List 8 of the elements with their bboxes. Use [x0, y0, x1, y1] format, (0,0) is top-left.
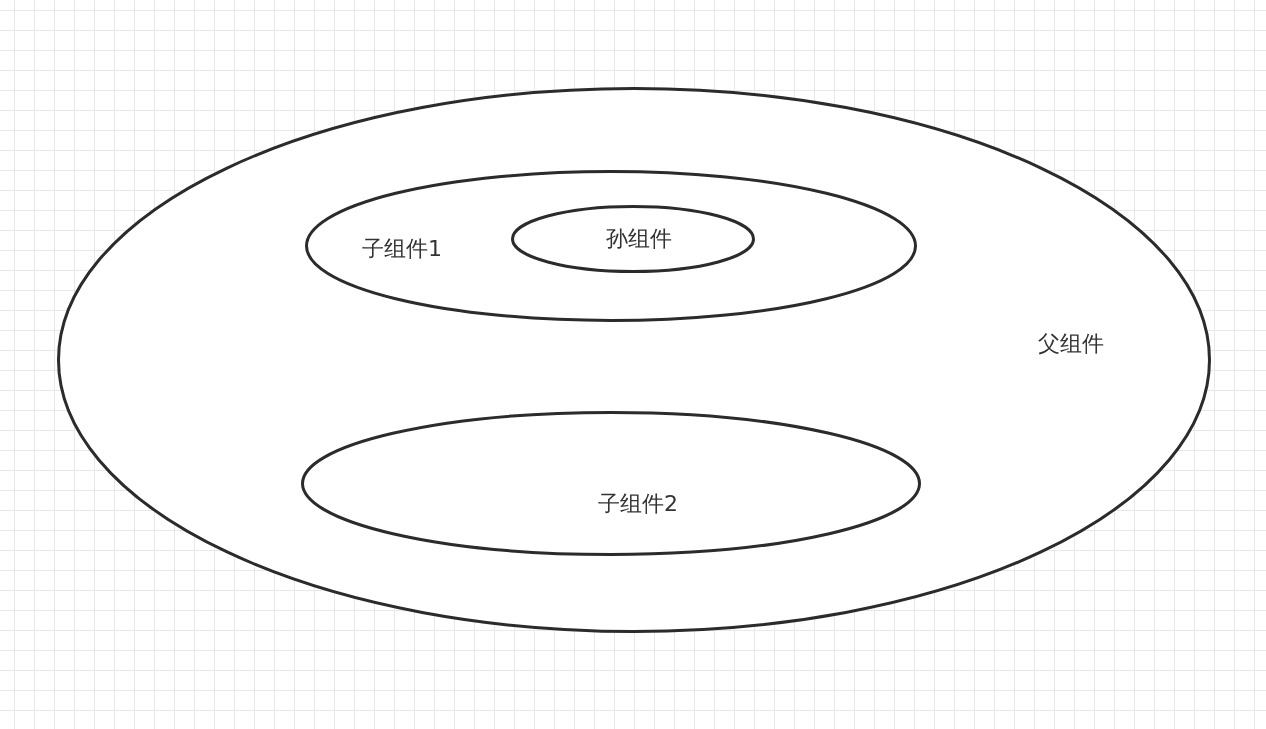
node-label: 孙组件 [606, 228, 672, 250]
node-label: 子组件2 [598, 493, 678, 515]
node-label: 父组件 [1038, 333, 1104, 355]
ellipse-shape [57, 87, 1211, 633]
ellipse-shape [301, 411, 921, 556]
node-label: 子组件1 [362, 238, 442, 260]
ellipse-shape [305, 170, 917, 322]
ellipse-shape [511, 205, 755, 273]
